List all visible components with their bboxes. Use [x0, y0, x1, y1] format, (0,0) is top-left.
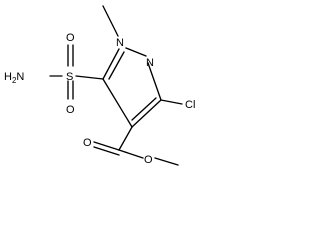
atom-o-carbonyl: O: [83, 137, 92, 149]
atom-nh2: H2N: [4, 71, 24, 85]
bonds: [49, 5, 183, 166]
bond-n2-c3: [147, 62, 162, 101]
atom-o-top: O: [66, 32, 75, 44]
atom-chlorine: Cl: [185, 99, 195, 111]
atom-o-ester: O: [144, 154, 153, 166]
bond-c4-c5: [102, 78, 133, 128]
bond-c5-s: [75, 75, 104, 80]
bond-n1-n2: [125, 47, 147, 57]
atom-sulfur: S: [66, 71, 73, 83]
bond-c3-c4: [131, 99, 162, 128]
bond-c3-c4-inner: [131, 97, 157, 121]
bond-c5-n1-inner: [108, 51, 125, 80]
atom-n-ring: N: [146, 57, 154, 69]
bond-carbonyl-a: [93, 141, 120, 151]
atom-labels: N N S O O H2N Cl O O: [4, 32, 195, 166]
bond-c3-cl: [160, 99, 183, 105]
bond-carbonyl-b: [93, 146, 120, 156]
bond-c4-carbonyl-c: [118, 126, 133, 151]
structure-diagram: N N S O O H2N Cl O O: [4, 5, 195, 166]
atom-o-bottom: O: [66, 104, 75, 116]
atom-n-methyl: N: [116, 37, 124, 49]
bond-c-o-ester: [118, 149, 144, 159]
bond-c5-n1: [102, 48, 120, 80]
bond-o-methyl: [154, 157, 179, 166]
bond-n1-methyl: [102, 5, 119, 37]
